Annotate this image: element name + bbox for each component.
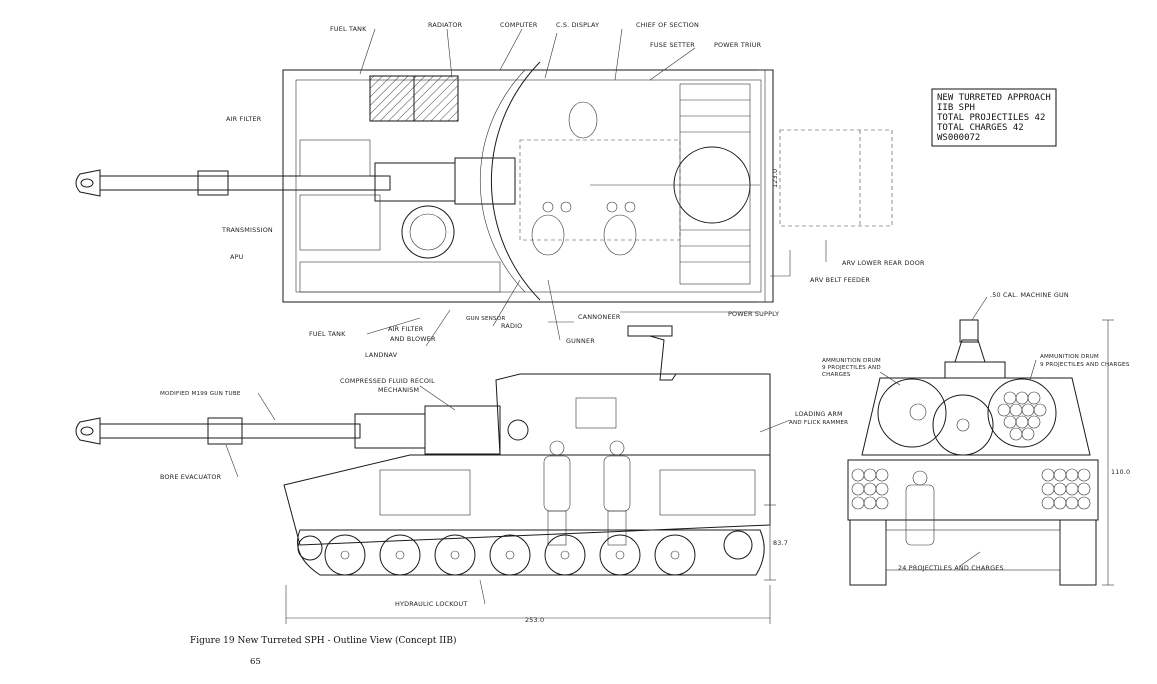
figure-caption: Figure 19 New Turreted SPH - Outline Vie… bbox=[190, 636, 457, 646]
info-line-2: IIB SPH bbox=[937, 103, 975, 113]
label-chief-of-section: CHIEF OF SECTION bbox=[636, 21, 699, 29]
label-mg-50: .50 CAL. MACHINE GUN bbox=[990, 291, 1069, 299]
label-fuse-setter: FUSE SETTER bbox=[650, 41, 695, 49]
label-bore-evacuator: BORE EVACUATOR bbox=[160, 473, 222, 481]
hull-ammo-right bbox=[1041, 468, 1091, 510]
info-line-5: WS000072 bbox=[937, 133, 980, 143]
ammo-racks-top bbox=[679, 83, 751, 285]
road-wheels bbox=[297, 530, 753, 576]
crew-side bbox=[543, 440, 631, 546]
label-dim-110: 110.0 bbox=[1111, 468, 1130, 476]
label-flick-rammer: AND FLICK RAMMER bbox=[789, 420, 848, 426]
label-cs-display: C.S. DISPLAY bbox=[556, 21, 599, 29]
hull-ammo-left bbox=[851, 468, 889, 510]
label-fuel-tank-bottom: FUEL TANK bbox=[309, 330, 346, 338]
label-apu: APU bbox=[230, 253, 244, 261]
info-line-4: TOTAL CHARGES 42 bbox=[937, 123, 1024, 133]
label-radiator: RADIATOR bbox=[428, 21, 463, 29]
top-view bbox=[75, 28, 893, 347]
label-radio: RADIO bbox=[501, 322, 522, 330]
label-transmission: TRANSMISSION bbox=[221, 226, 273, 234]
label-computer: COMPUTER bbox=[500, 21, 538, 29]
label-ammo-drum-left-3: CHARGES bbox=[822, 372, 851, 378]
label-loading-arm: LOADING ARM bbox=[795, 410, 843, 418]
label-air-filter: AIR FILTER bbox=[226, 115, 262, 123]
label-ammo-drum-left-2: 9 PROJECTILES AND bbox=[822, 365, 881, 371]
info-line-1: NEW TURRETED APPROACH bbox=[937, 93, 1051, 103]
info-box: NEW TURRETED APPROACH IIB SPH TOTAL PROJ… bbox=[931, 88, 1057, 147]
label-landnav: LANDNAV bbox=[365, 351, 398, 359]
label-ammo-drum-right-1: AMMUNITION DRUM bbox=[1040, 354, 1099, 360]
label-compressed-fluid: COMPRESSED FLUID RECOIL bbox=[340, 377, 435, 385]
label-gunner: GUNNER bbox=[566, 337, 595, 345]
label-air-filter-blower: AIR FILTER bbox=[388, 325, 424, 333]
label-arv-belt-feeder: ARV BELT FEEDER bbox=[810, 276, 870, 284]
label-power-triur: POWER TRIUR bbox=[714, 41, 762, 49]
label-power-supply: POWER SUPPLY bbox=[728, 310, 779, 318]
label-hydraulic-lockout: HYDRAULIC LOCKOUT bbox=[395, 600, 467, 608]
label-cannoneer: CANNONEER bbox=[578, 313, 621, 321]
info-line-3: TOTAL PROJECTILES 42 bbox=[937, 113, 1045, 123]
crew-top bbox=[531, 101, 637, 256]
label-dim-83: 83.7 bbox=[773, 539, 788, 547]
side-view bbox=[75, 325, 791, 624]
label-modified-gun-tube: MODIFIED M199 GUN TUBE bbox=[160, 391, 241, 397]
rear-view bbox=[847, 296, 1114, 586]
page-number: 65 bbox=[250, 657, 261, 667]
label-projectiles-24: 24 PROJECTILES AND CHARGES bbox=[898, 564, 1004, 572]
label-dim-253: 253.0 bbox=[525, 616, 544, 624]
projectile-cluster bbox=[997, 391, 1047, 441]
label-ammo-drum-right-2: 9 PROJECTILES AND CHARGES bbox=[1040, 362, 1130, 368]
label-and-blower: AND BLOWER bbox=[390, 335, 436, 343]
label-gun-sensor: GUN SENSOR bbox=[466, 316, 506, 322]
label-fuel-tank-top: FUEL TANK bbox=[330, 25, 367, 33]
label-mechanism: MECHANISM bbox=[378, 386, 419, 394]
label-ammo-drum-left-1: AMMUNITION DRUM bbox=[822, 358, 881, 364]
label-dim-123: 123.0 bbox=[771, 169, 779, 188]
label-arv-lower-rear-door: ARV LOWER REAR DOOR bbox=[842, 259, 925, 267]
